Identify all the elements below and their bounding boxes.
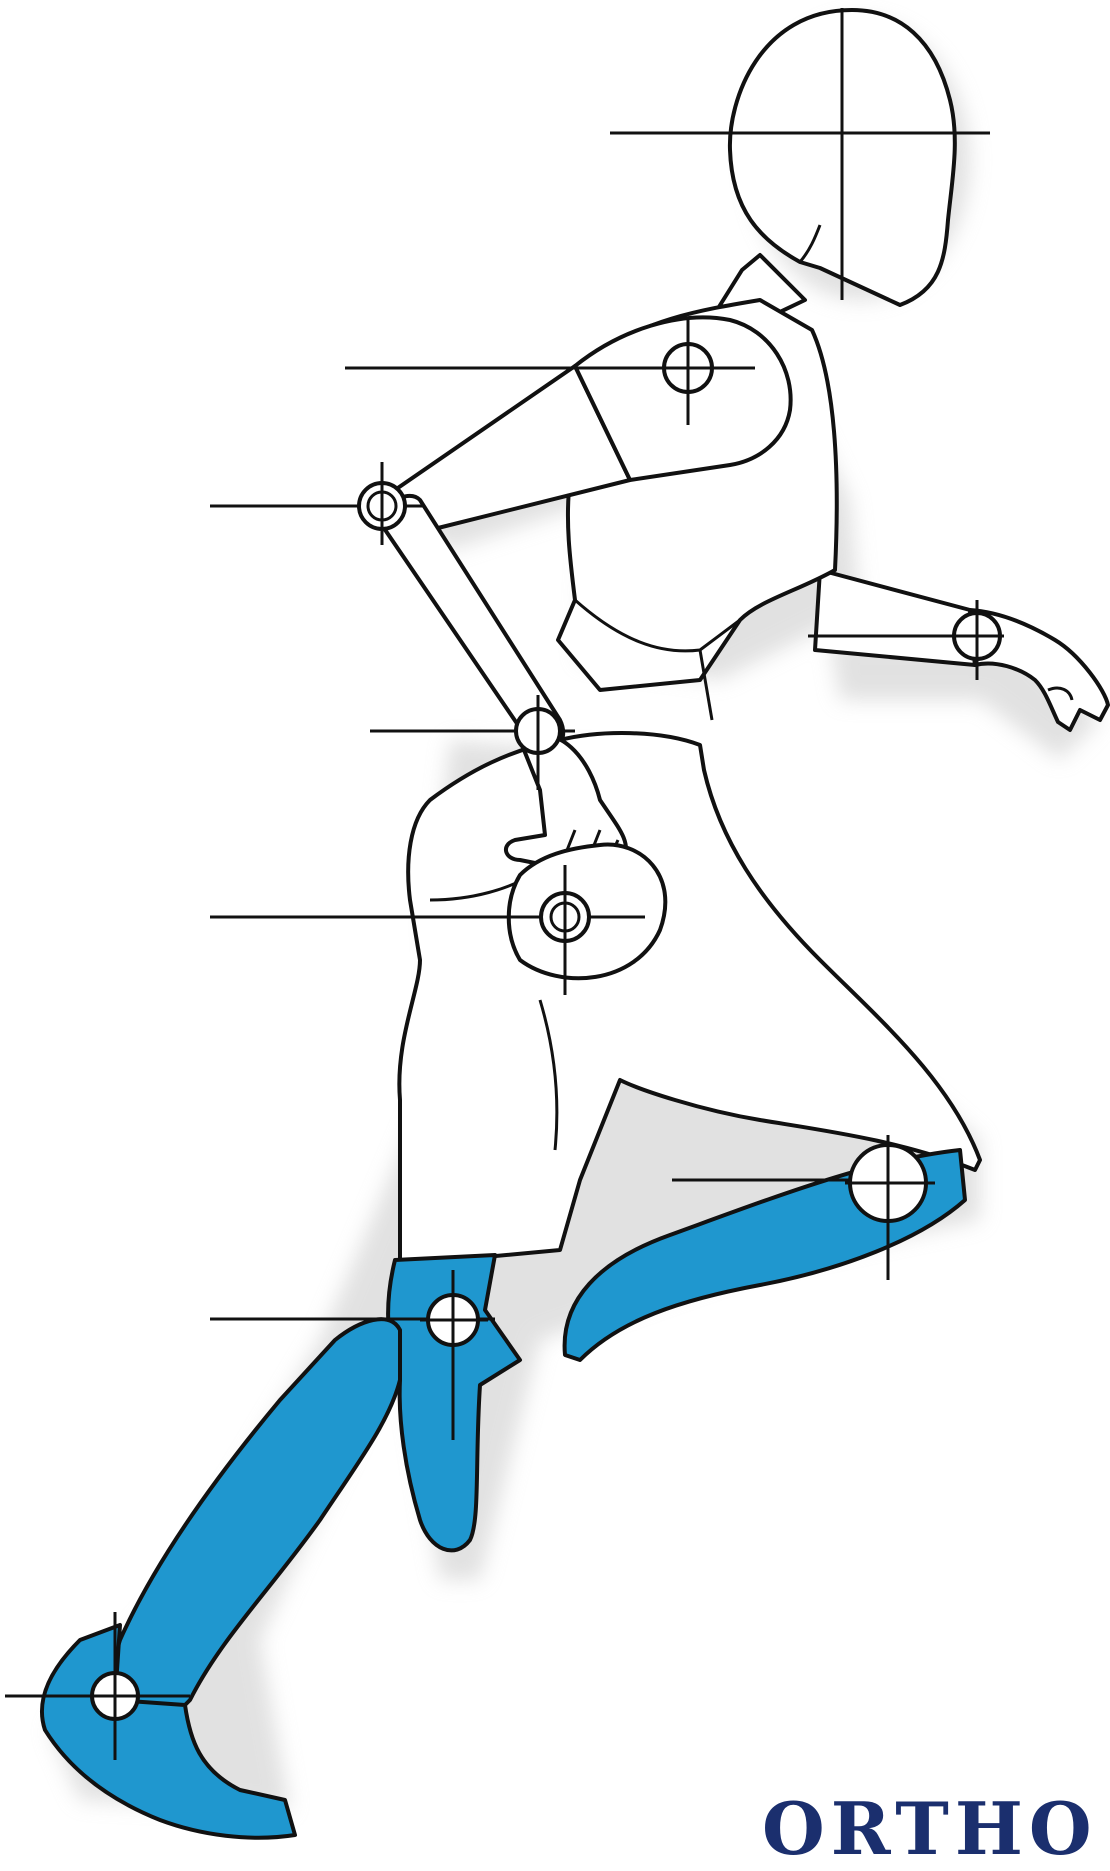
front-arm — [808, 570, 1108, 730]
head — [610, 8, 990, 330]
brand-logo-text: ORTHO — [762, 1793, 1098, 1865]
